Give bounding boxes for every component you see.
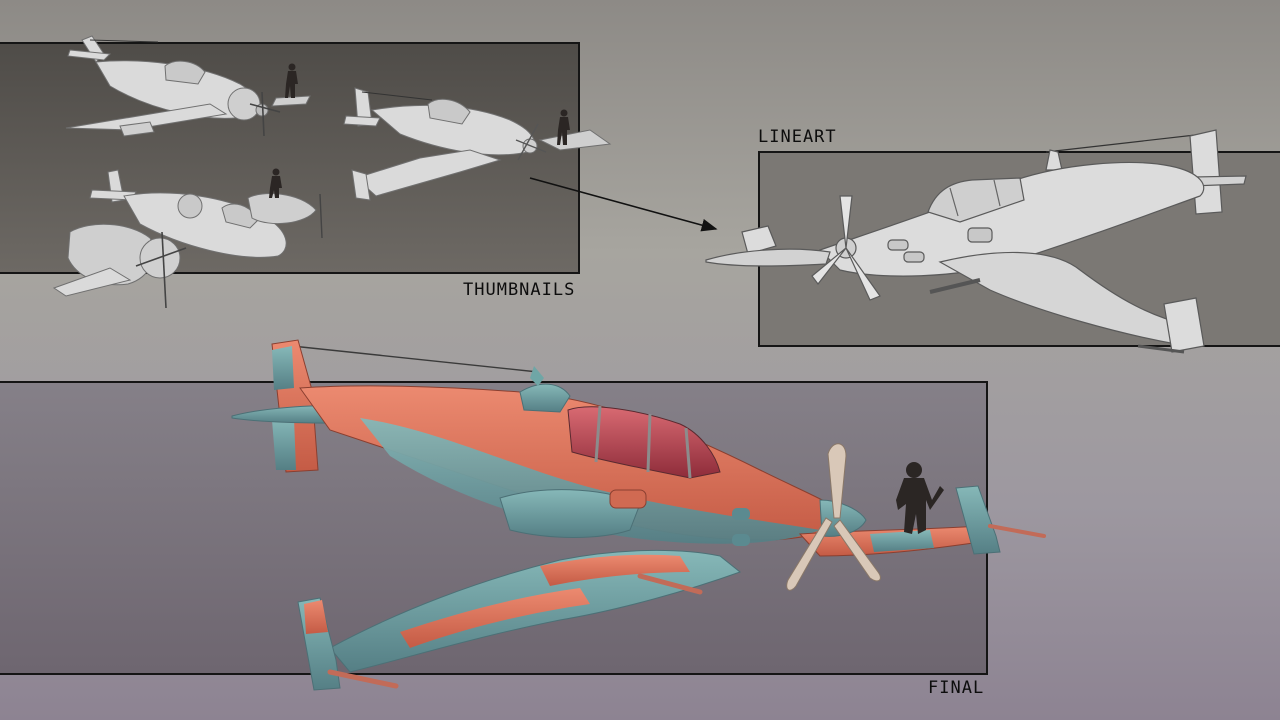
scale-figure-1 bbox=[285, 63, 298, 98]
propeller-blade-top bbox=[827, 443, 847, 519]
progress-arrow bbox=[529, 177, 718, 232]
scale-figure-2 bbox=[557, 109, 570, 145]
canopy bbox=[567, 406, 721, 479]
antenna-wire bbox=[291, 345, 539, 373]
thumbnails-label: THUMBNAILS bbox=[463, 280, 576, 300]
scale-figure-final bbox=[896, 462, 944, 534]
lineart-label: LINEART bbox=[758, 127, 837, 147]
scale-figure-3 bbox=[269, 168, 282, 198]
final-plane bbox=[231, 339, 1046, 691]
final-label: FINAL bbox=[928, 678, 985, 698]
propeller-blade-left bbox=[786, 517, 833, 591]
thumbnail-plane-3 bbox=[52, 169, 323, 309]
thumbnail-plane-2 bbox=[343, 87, 612, 201]
lineart-antenna-wire bbox=[1045, 133, 1205, 153]
thumbnail-plane-1 bbox=[65, 35, 311, 137]
propeller-blade-right bbox=[833, 519, 881, 582]
lineart-plane bbox=[705, 129, 1247, 354]
